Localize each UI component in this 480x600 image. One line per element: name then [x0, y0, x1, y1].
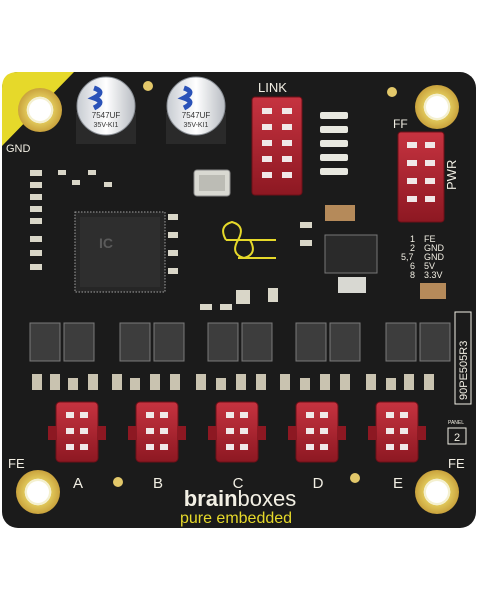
- brand-logo: brainboxes: [184, 486, 297, 511]
- capacitor-rating: 7547UF: [182, 111, 211, 120]
- pin-number: 6: [410, 261, 415, 271]
- port-label-b: B: [153, 475, 163, 492]
- link-label: LINK: [258, 80, 287, 95]
- port-connector-b[interactable]: [128, 401, 186, 463]
- capacitor-left: 7547UF 35V-KI1: [76, 76, 136, 144]
- pin-signal: 5V: [424, 261, 435, 271]
- regulator-chip: [324, 234, 378, 274]
- pin-signal: FE: [424, 234, 436, 244]
- fiducial: [143, 81, 153, 91]
- port-label-d: D: [313, 475, 324, 492]
- brand-name-light: boxes: [238, 486, 297, 511]
- inductor: [338, 277, 366, 293]
- link-header: [251, 96, 303, 196]
- pwr-label: PWR: [444, 160, 459, 190]
- port-label-e: E: [393, 475, 403, 492]
- gnd-label: GND: [6, 143, 31, 155]
- power-pinout-legend: 1 FE 2 GND 5,7 GND 6 5V 8 3.3V: [401, 234, 445, 280]
- ff-label: FF: [393, 117, 408, 131]
- brand-name-bold: brain: [184, 486, 238, 511]
- part-number-box: 90PE505R3: [454, 311, 472, 405]
- fe-label-right: FE: [448, 456, 465, 471]
- pin-signal: GND: [424, 252, 445, 262]
- port-connector-c[interactable]: [208, 401, 266, 463]
- port-label-a: A: [73, 475, 83, 492]
- led-column: [320, 112, 348, 175]
- pin-number: 1: [410, 234, 415, 244]
- panel-label: PANEL: [448, 420, 464, 426]
- pin-signal: 3.3V: [424, 270, 443, 280]
- capacitor-smd: [325, 205, 355, 221]
- capacitor-row: [32, 374, 434, 390]
- svg-text:IC: IC: [99, 235, 113, 251]
- mounting-hole-bottom-left: [16, 470, 60, 514]
- smd-components: [30, 170, 312, 310]
- pin-number: 5,7: [401, 252, 414, 262]
- port-connector-a[interactable]: [48, 401, 106, 463]
- pin-signal: GND: [424, 243, 445, 253]
- fiducial: [387, 87, 397, 97]
- port-connector-d[interactable]: [288, 401, 346, 463]
- capacitor-smd: [420, 283, 446, 299]
- mounting-hole-bottom-right: [415, 470, 459, 514]
- panel-number: 2: [454, 432, 460, 444]
- capacitor-voltage: 35V-KI1: [184, 122, 209, 129]
- microcontroller-chip: IC: [74, 211, 166, 293]
- coil-logo: [222, 220, 276, 260]
- part-number: 90PE505R3: [458, 341, 470, 400]
- capacitor-right: 7547UF 35V-KI1: [166, 76, 226, 144]
- fe-label-left: FE: [8, 456, 25, 471]
- power-header: [397, 131, 445, 223]
- capacitor-rating: 7547UF: [92, 111, 121, 120]
- pin-number: 2: [410, 243, 415, 253]
- transformer-row: [29, 322, 451, 362]
- capacitor-voltage: 35V-KI1: [94, 122, 119, 129]
- brand-tagline: pure embedded: [180, 510, 292, 527]
- mounting-hole-top-left: [18, 88, 62, 132]
- fiducial: [350, 473, 360, 483]
- panel-box: [447, 427, 467, 445]
- pin-number: 8: [410, 270, 415, 280]
- mounting-hole-top-right: [415, 85, 459, 129]
- port-label-c: C: [233, 475, 244, 492]
- port-connector-e[interactable]: [368, 401, 426, 463]
- fiducial: [113, 477, 123, 487]
